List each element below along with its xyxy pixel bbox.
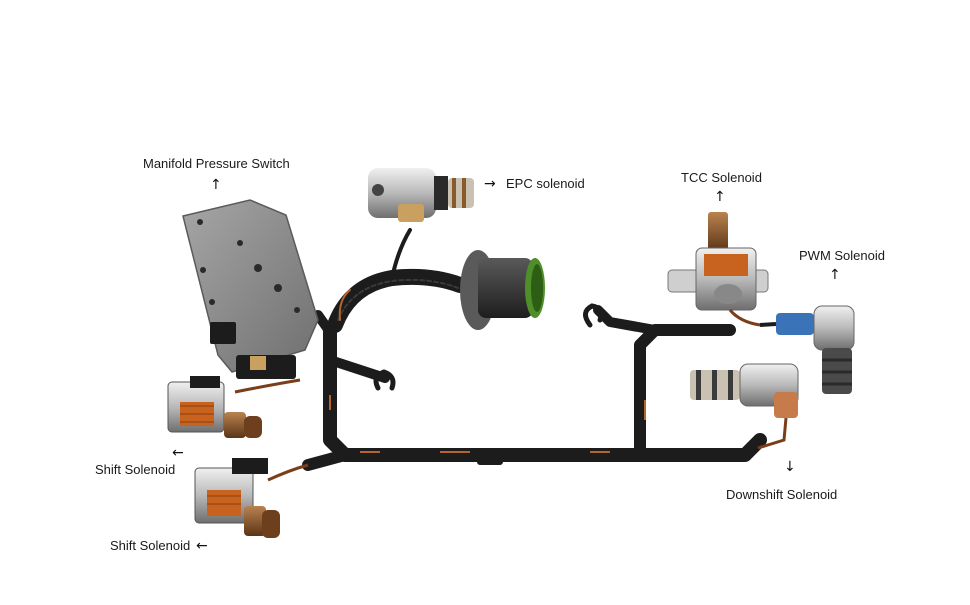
arrow-up-icon: ↑ xyxy=(714,189,726,205)
tcc-solenoid xyxy=(667,212,769,327)
epc-solenoid-label: EPC solenoid xyxy=(506,176,585,191)
manifold-pressure-switch xyxy=(182,199,319,379)
arrow-left-icon: ← xyxy=(172,445,184,461)
arrow-down-icon: ↓ xyxy=(784,459,796,475)
arrow-up-icon: ↑ xyxy=(210,177,222,193)
pwm-solenoid-label: PWM Solenoid xyxy=(799,248,885,263)
shift-solenoid-upper-label: Shift Solenoid xyxy=(95,462,176,477)
arrow-up-icon: ↑ xyxy=(829,267,841,283)
arrow-right-icon: → xyxy=(484,176,496,192)
epc-solenoid xyxy=(368,168,474,222)
arrow-left-icon: ← xyxy=(196,538,208,554)
shift-solenoid-lower xyxy=(194,458,309,538)
harness-wires xyxy=(329,395,646,453)
shift-solenoid-lower-label: Shift Solenoid xyxy=(110,538,191,553)
harness-clips xyxy=(373,303,604,391)
epc-connector xyxy=(460,250,545,330)
shift-solenoid-upper xyxy=(167,376,301,438)
pwm-solenoid xyxy=(759,305,855,394)
downshift-solenoid-label: Downshift Solenoid xyxy=(726,487,838,502)
downshift-solenoid xyxy=(690,363,799,450)
manifold-pressure-switch-label: Manifold Pressure Switch xyxy=(143,156,290,171)
epc-wire-bundle xyxy=(327,228,468,333)
tcc-solenoid-label: TCC Solenoid xyxy=(681,170,762,185)
